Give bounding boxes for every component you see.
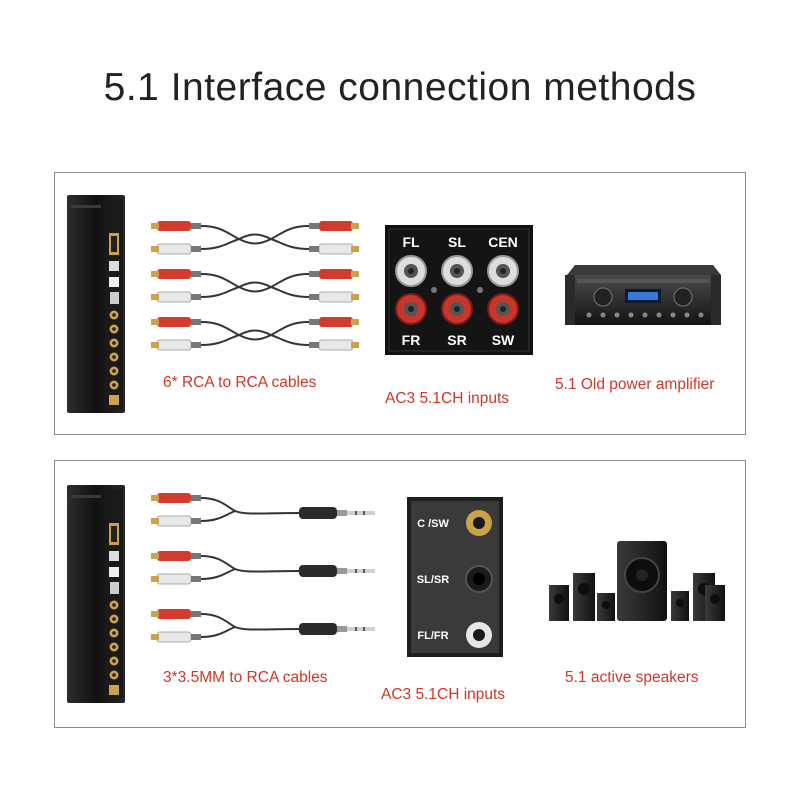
decoder-device bbox=[67, 195, 125, 413]
jack-label-sr: SR bbox=[447, 332, 466, 348]
jack-label-sl-sr: SL/SR bbox=[417, 574, 449, 586]
page-title: 5.1 Interface connection methods bbox=[103, 66, 697, 109]
jack-label-fr: FR bbox=[402, 332, 421, 348]
rca-connection-panel: FL SL CEN FR SR SW bbox=[54, 172, 746, 435]
jack-label-c-sw: C /SW bbox=[417, 518, 449, 530]
rca-jack-plate: FL SL CEN FR SR SW bbox=[385, 225, 533, 355]
amplifier-caption: 5.1 Old power amplifier bbox=[555, 376, 715, 393]
mm-cables-caption: 3*3.5MM to RCA cables bbox=[163, 669, 328, 686]
mm-jack-plate: C /SW SL/SR FL/FR bbox=[407, 497, 503, 657]
power-amplifier bbox=[565, 265, 721, 325]
speakers-caption: 5.1 active speakers bbox=[565, 669, 699, 686]
left-plugs bbox=[151, 221, 201, 351]
jack-label-sl: SL bbox=[448, 234, 466, 250]
rca-to-rca-cables bbox=[151, 221, 359, 351]
jack-label-fl: FL bbox=[402, 234, 420, 250]
jack-label-fl-fr: FL/FR bbox=[417, 630, 448, 642]
mm-connection-panel: C /SW SL/SR FL/FR 3*3.5MM to RCA cables … bbox=[54, 460, 746, 728]
right-plugs bbox=[309, 221, 359, 351]
decoder-device bbox=[67, 485, 125, 703]
jack-label-sw: SW bbox=[492, 332, 515, 348]
rca-cables-caption: 6* RCA to RCA cables bbox=[163, 374, 317, 391]
ac3-inputs-caption: AC3 5.1CH inputs bbox=[385, 390, 510, 407]
ac3-inputs-caption-2: AC3 5.1CH inputs bbox=[381, 686, 506, 703]
mm-to-rca-cables bbox=[151, 493, 375, 643]
jack-label-cen: CEN bbox=[488, 234, 518, 250]
speaker-system bbox=[549, 541, 725, 621]
